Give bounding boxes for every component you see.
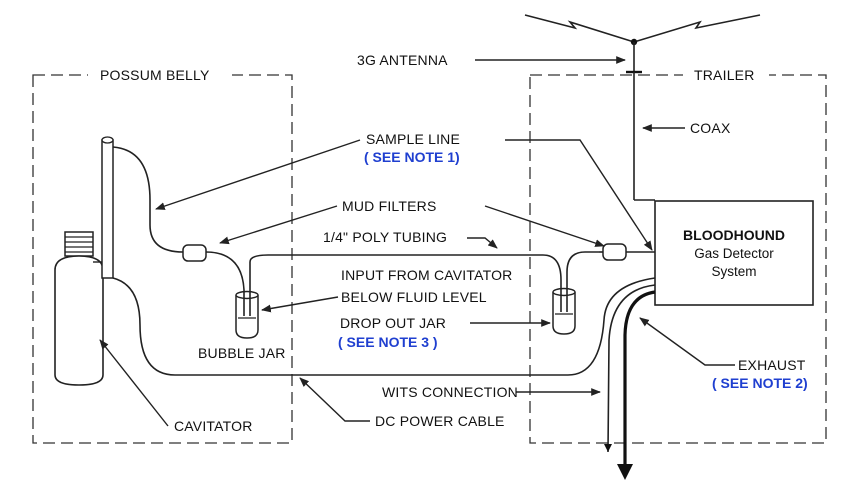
drop-out-jar-icon bbox=[552, 287, 576, 335]
tube-dropjar-to-filter bbox=[566, 251, 599, 312]
bubble-jar-label: BUBBLE JAR bbox=[198, 345, 286, 361]
sample-line-leader-left bbox=[155, 139, 361, 210]
mud-filter-right bbox=[602, 243, 627, 261]
sample-line-leader-right bbox=[505, 139, 653, 251]
mud-filter-leader-right bbox=[484, 205, 605, 247]
below-fluid-leader bbox=[261, 296, 339, 313]
note2-label: ( SEE NOTE 2) bbox=[712, 375, 808, 391]
wits-line bbox=[607, 284, 656, 453]
sample-line-label: SAMPLE LINE bbox=[366, 131, 460, 147]
poly-tubing-leader bbox=[467, 237, 498, 249]
drop-out-jar-label: DROP OUT JAR bbox=[340, 315, 446, 331]
cavitator-leader bbox=[99, 339, 169, 427]
cavitator-icon bbox=[54, 136, 114, 386]
exhaust-label: EXHAUST bbox=[738, 357, 806, 373]
dc-power-cable bbox=[112, 277, 656, 376]
cavitator-label: CAVITATOR bbox=[174, 418, 253, 434]
mud-filters-label: MUD FILTERS bbox=[342, 198, 437, 214]
detector-system: System bbox=[711, 264, 756, 279]
detector-subtitle: Gas Detector bbox=[694, 246, 774, 261]
possum-belly-label: POSSUM BELLY bbox=[100, 67, 210, 83]
sample-line-left bbox=[112, 146, 184, 253]
detector-box bbox=[654, 200, 814, 306]
mud-filter-left bbox=[182, 244, 207, 262]
input-cavitator-label: INPUT FROM CAVITATOR bbox=[341, 267, 513, 283]
tube-to-bubble-jar bbox=[205, 251, 245, 316]
dc-power-leader bbox=[299, 377, 370, 422]
note1-label: ( SEE NOTE 1) bbox=[364, 149, 460, 165]
detector-title: BLOODHOUND bbox=[683, 227, 785, 243]
note3-label: ( SEE NOTE 3 ) bbox=[338, 334, 438, 350]
dc-power-label: DC POWER CABLE bbox=[375, 413, 505, 429]
below-fluid-label: BELOW FLUID LEVEL bbox=[341, 289, 487, 305]
wits-label: WITS CONNECTION bbox=[382, 384, 518, 400]
exhaust-leader bbox=[639, 317, 735, 366]
poly-tubing-label: 1/4" POLY TUBING bbox=[323, 229, 447, 245]
poly-tubing-line bbox=[249, 254, 562, 316]
trailer-box bbox=[529, 74, 827, 444]
exhaust-line bbox=[623, 290, 656, 468]
trailer-label: TRAILER bbox=[694, 67, 755, 83]
bubble-jar-icon bbox=[235, 290, 259, 339]
coax-label: COAX bbox=[690, 120, 731, 136]
antenna-icon bbox=[524, 14, 761, 201]
antenna-label: 3G ANTENNA bbox=[357, 52, 448, 68]
mud-filter-leader-left bbox=[219, 205, 338, 245]
